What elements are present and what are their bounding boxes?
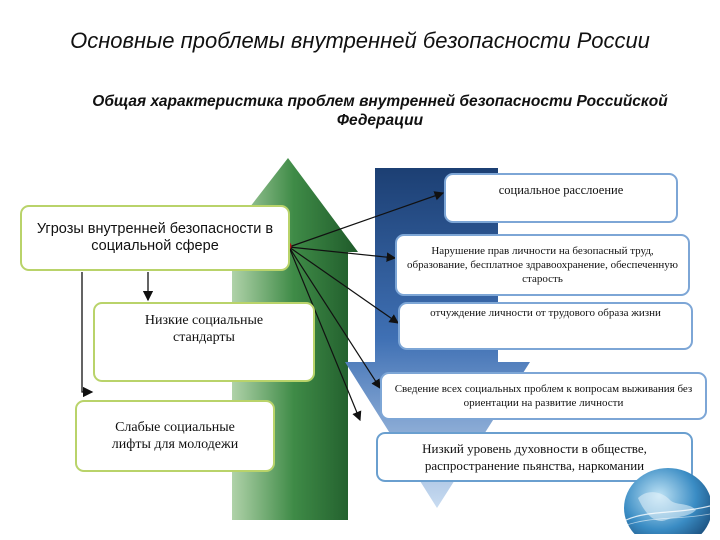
globe-icon: [623, 468, 710, 534]
box-alienation: отчуждение личности от трудового образа …: [398, 302, 693, 350]
box-low-standards-text: Низкие социальные стандарты: [144, 313, 264, 345]
box-survival: Сведение всех социальных проблем к вопро…: [380, 372, 707, 420]
box-low-standards: Низкие социальные стандарты: [93, 302, 315, 382]
box-weak-lifts-text: Слабые социальные лифты для молодежи: [111, 420, 239, 452]
box-threats-text: Угрозы внутренней безопасности в социаль…: [36, 221, 274, 254]
box-survival-text: Сведение всех социальных проблем к вопро…: [394, 383, 693, 409]
box-low-spirituality-text: Низкий уровень духовности в обществе, ра…: [422, 441, 647, 473]
box-low-spirituality: Низкий уровень духовности в обществе, ра…: [376, 432, 693, 482]
slide-subtitle: Общая характеристика проблем внутренней …: [92, 93, 668, 129]
box-alienation-text: отчуждение личности от трудового образа …: [430, 307, 661, 319]
box-stratification: социальное расслоение: [444, 173, 678, 223]
box-rights-violation-text: Нарушение прав личности на безопасный тр…: [407, 245, 678, 285]
box-weak-lifts: Слабые социальные лифты для молодежи: [75, 400, 275, 472]
box-rights-violation: Нарушение прав личности на безопасный тр…: [395, 234, 690, 296]
arrow-to-survival: [288, 246, 381, 390]
arrow-to-alienation: [288, 246, 399, 324]
slide-title: Основные проблемы внутренней безопасност…: [70, 28, 650, 53]
box-threats: Угрозы внутренней безопасности в социаль…: [20, 205, 290, 271]
box-stratification-text: социальное расслоение: [498, 183, 624, 197]
arrow-to-stratification: [288, 191, 445, 248]
arrow-to-low-spirituality: [288, 246, 362, 422]
arrow-to-rights-violation: [288, 246, 397, 262]
arrow-threats-to-lifts: [81, 272, 94, 398]
